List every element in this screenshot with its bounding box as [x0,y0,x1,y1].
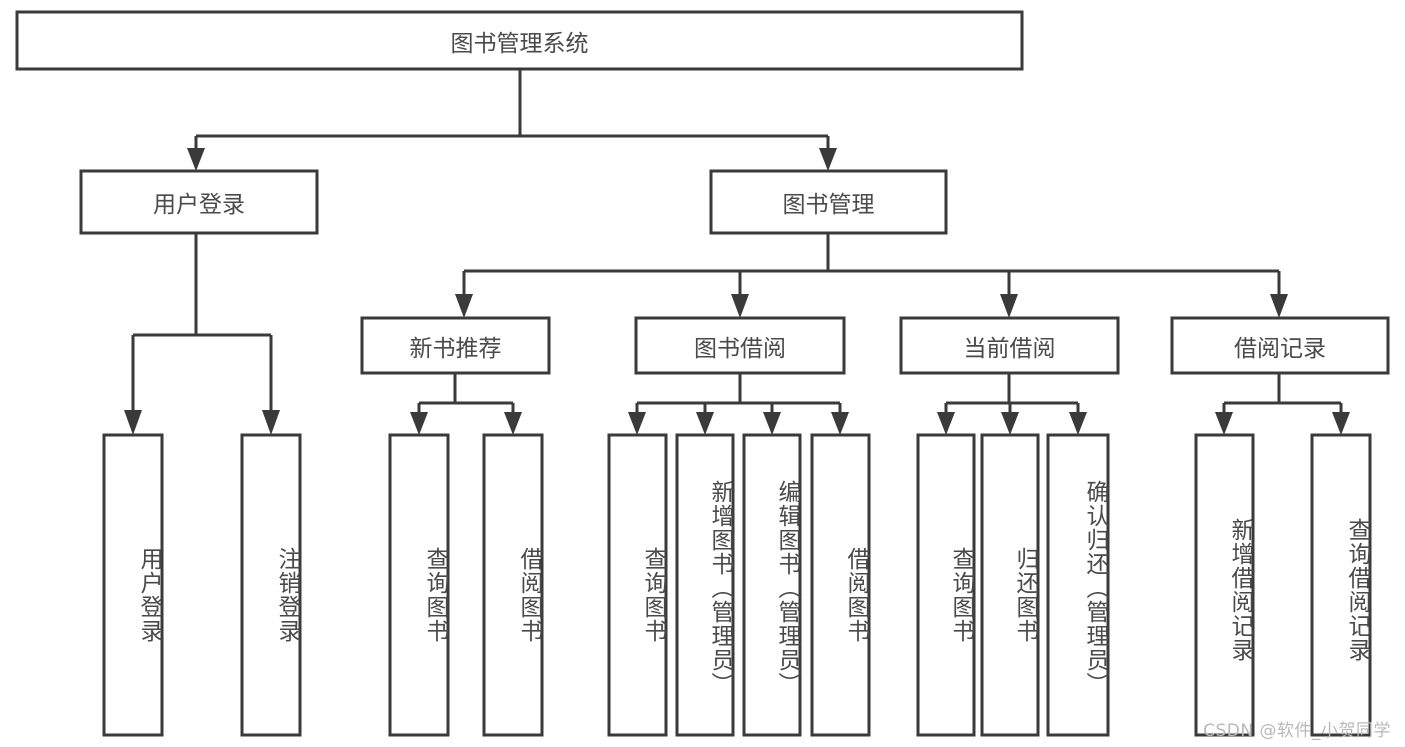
arrow-head-leaf-return-book [1001,412,1019,435]
arrow-head-leaf-borrow-book-2 [831,412,849,435]
connector-group-current-borrow [937,373,1087,435]
connector-group-new-book-recommend [410,373,522,435]
connector-group-book-borrow [628,373,849,435]
node-box-leaf-add-record[interactable] [1194,433,1255,737]
arrow-head-book-manage [819,148,837,171]
node-box-book-borrow[interactable] [634,316,846,375]
node-box-leaf-add-book[interactable] [675,433,735,737]
node-box-leaf-return-book[interactable] [980,433,1040,737]
node-box-leaf-query-book-2[interactable] [607,433,668,737]
node-box-new-book-recommend[interactable] [360,316,551,375]
node-box-leaf-edit-book[interactable] [742,433,802,737]
arrow-head-leaf-add-book [696,412,714,435]
arrow-head-user-login [187,148,205,171]
connector-group-root [187,69,837,171]
node-box-leaf-confirm-return[interactable] [1046,433,1110,737]
arrow-head-leaf-logout [262,410,280,435]
arrow-head-book-borrow [731,294,749,318]
node-box-borrow-record[interactable] [1170,316,1390,375]
node-box-book-manage[interactable] [709,169,948,235]
arrow-head-leaf-user-login [124,410,142,435]
connector-group-book-manage [455,233,1288,318]
node-box-leaf-query-book-3[interactable] [916,433,976,737]
arrow-head-leaf-edit-book [763,412,781,435]
arrow-head-leaf-query-record [1332,412,1350,435]
arrow-head-leaf-borrow-book-1 [504,412,522,435]
csdn-watermark: CSDN @软件_小贺同学 [1203,721,1391,741]
arrow-head-leaf-query-book-3 [937,412,955,435]
arrow-head-current-borrow [1000,294,1018,318]
arrow-head-borrow-record [1270,294,1288,318]
connector-group-borrow-record [1215,373,1350,435]
node-box-root[interactable] [15,10,1024,71]
arrow-head-leaf-query-book-1 [410,412,428,435]
connector-group-user-login [124,233,280,435]
node-box-current-borrow[interactable] [899,316,1120,375]
arrow-head-new-book-recommend [455,294,473,318]
node-box-leaf-query-record[interactable] [1310,433,1372,737]
node-box-leaf-borrow-book-2[interactable] [810,433,871,737]
arrow-head-leaf-confirm-return [1069,412,1087,435]
node-box-leaf-borrow-book-1[interactable] [482,433,544,737]
node-box-user-login[interactable] [79,169,319,235]
arrow-head-leaf-query-book-2 [628,412,646,435]
arrow-head-leaf-add-record [1215,412,1233,435]
node-box-leaf-logout[interactable] [240,433,302,737]
node-box-leaf-user-login[interactable] [102,433,164,737]
node-box-leaf-query-book-1[interactable] [388,433,450,737]
